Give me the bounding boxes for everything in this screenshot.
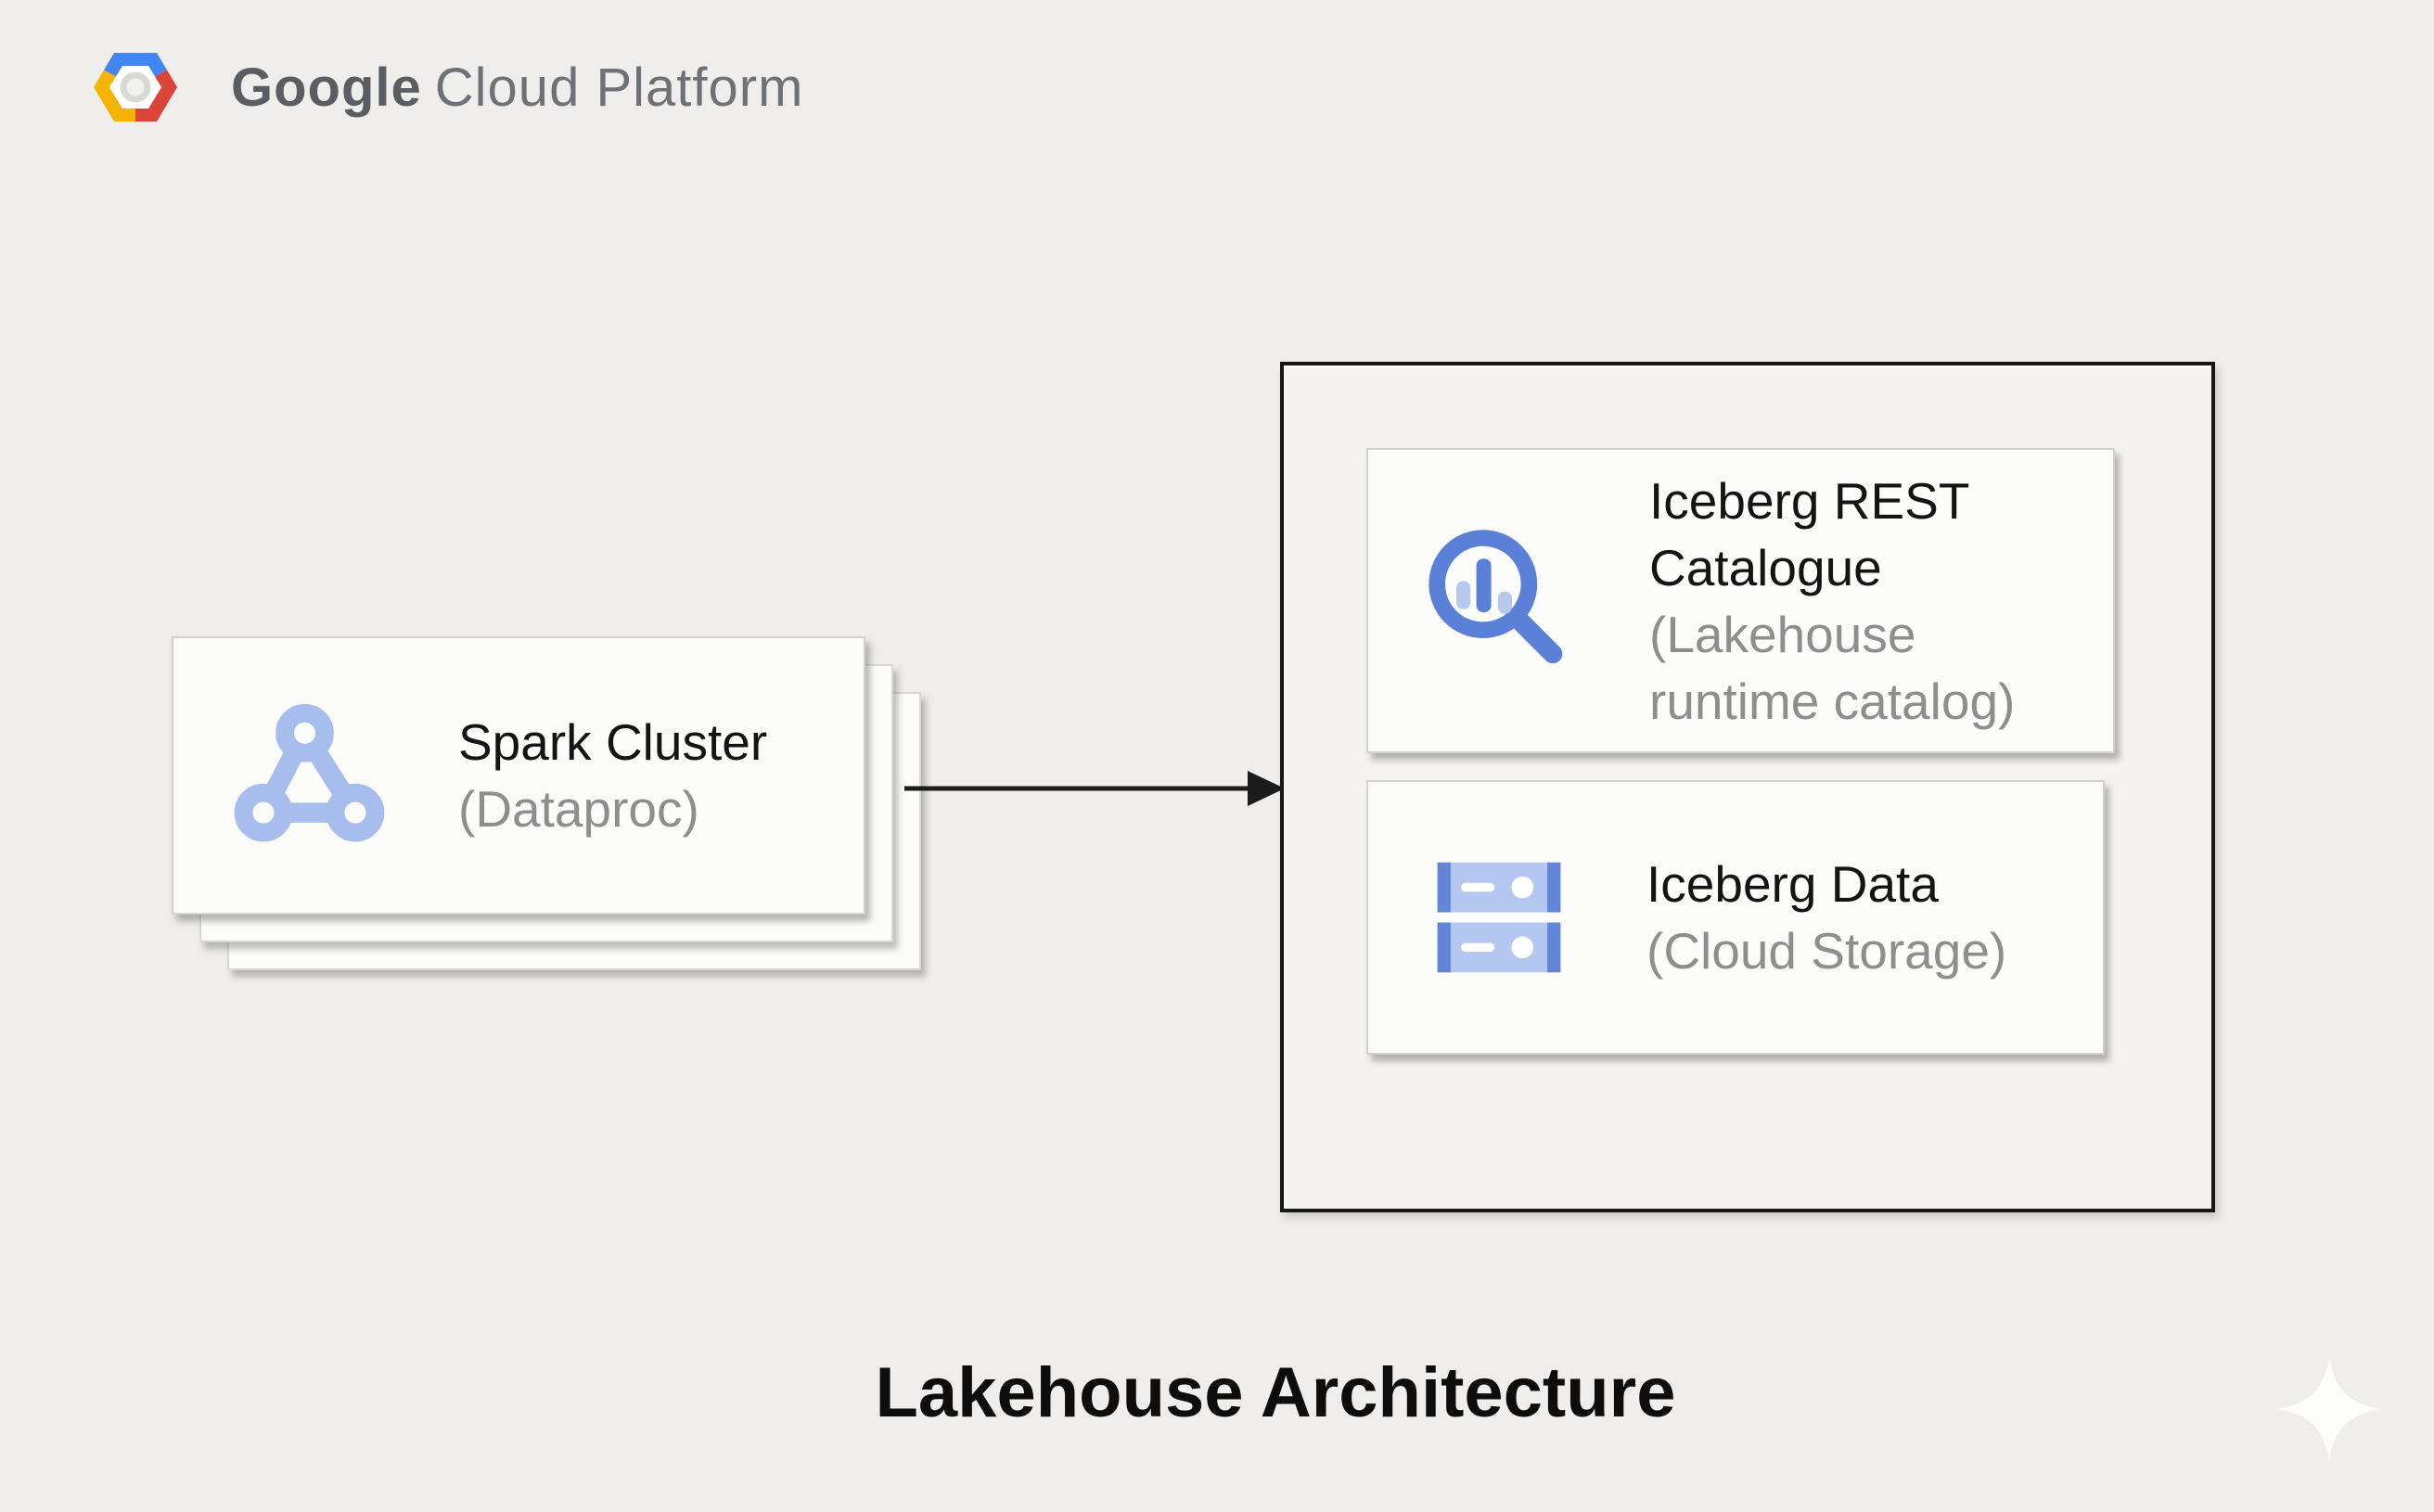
brand-google: Google [231, 57, 422, 118]
dataproc-triangle-nodes-icon [234, 703, 385, 841]
iceberg-data-title: Iceberg Data [1646, 855, 1939, 913]
iceberg-data-labels: Iceberg Data (Cloud Storage) [1646, 851, 2073, 984]
right-arrow [904, 771, 1285, 806]
iceberg-rest-catalogue-node: Iceberg REST Catalogue (Lakehouse runtim… [1366, 448, 2115, 753]
diagram-caption: Lakehouse Architecture [875, 1353, 1676, 1432]
storage-servers-icon [1437, 862, 1561, 973]
spark-cluster-title: Spark Cluster [458, 713, 768, 771]
spark-cluster-node: Spark Cluster (Dataproc) [172, 636, 865, 915]
iceberg-rest-catalogue-subtitle-line2: runtime catalog) [1649, 672, 2016, 730]
spark-cluster-labels: Spark Cluster (Dataproc) [458, 709, 848, 842]
iceberg-rest-catalogue-labels: Iceberg REST Catalogue (Lakehouse runtim… [1649, 468, 2076, 735]
four-point-star-icon [2276, 1356, 2382, 1462]
brand-cloud-platform: Cloud Platform [434, 57, 804, 118]
iceberg-rest-catalogue-subtitle-line1: (Lakehouse [1649, 605, 1916, 663]
spark-cluster-subtitle: (Dataproc) [458, 780, 699, 838]
magnifier-bar-chart-icon [1428, 529, 1563, 663]
iceberg-data-subtitle: (Cloud Storage) [1646, 922, 2007, 980]
gcp-hexagon-logo-icon [94, 53, 177, 122]
iceberg-rest-catalogue-title-line1: Iceberg REST [1649, 471, 1970, 530]
iceberg-data-node: Iceberg Data (Cloud Storage) [1366, 780, 2105, 1055]
iceberg-rest-catalogue-title-line2: Catalogue [1649, 538, 1882, 596]
